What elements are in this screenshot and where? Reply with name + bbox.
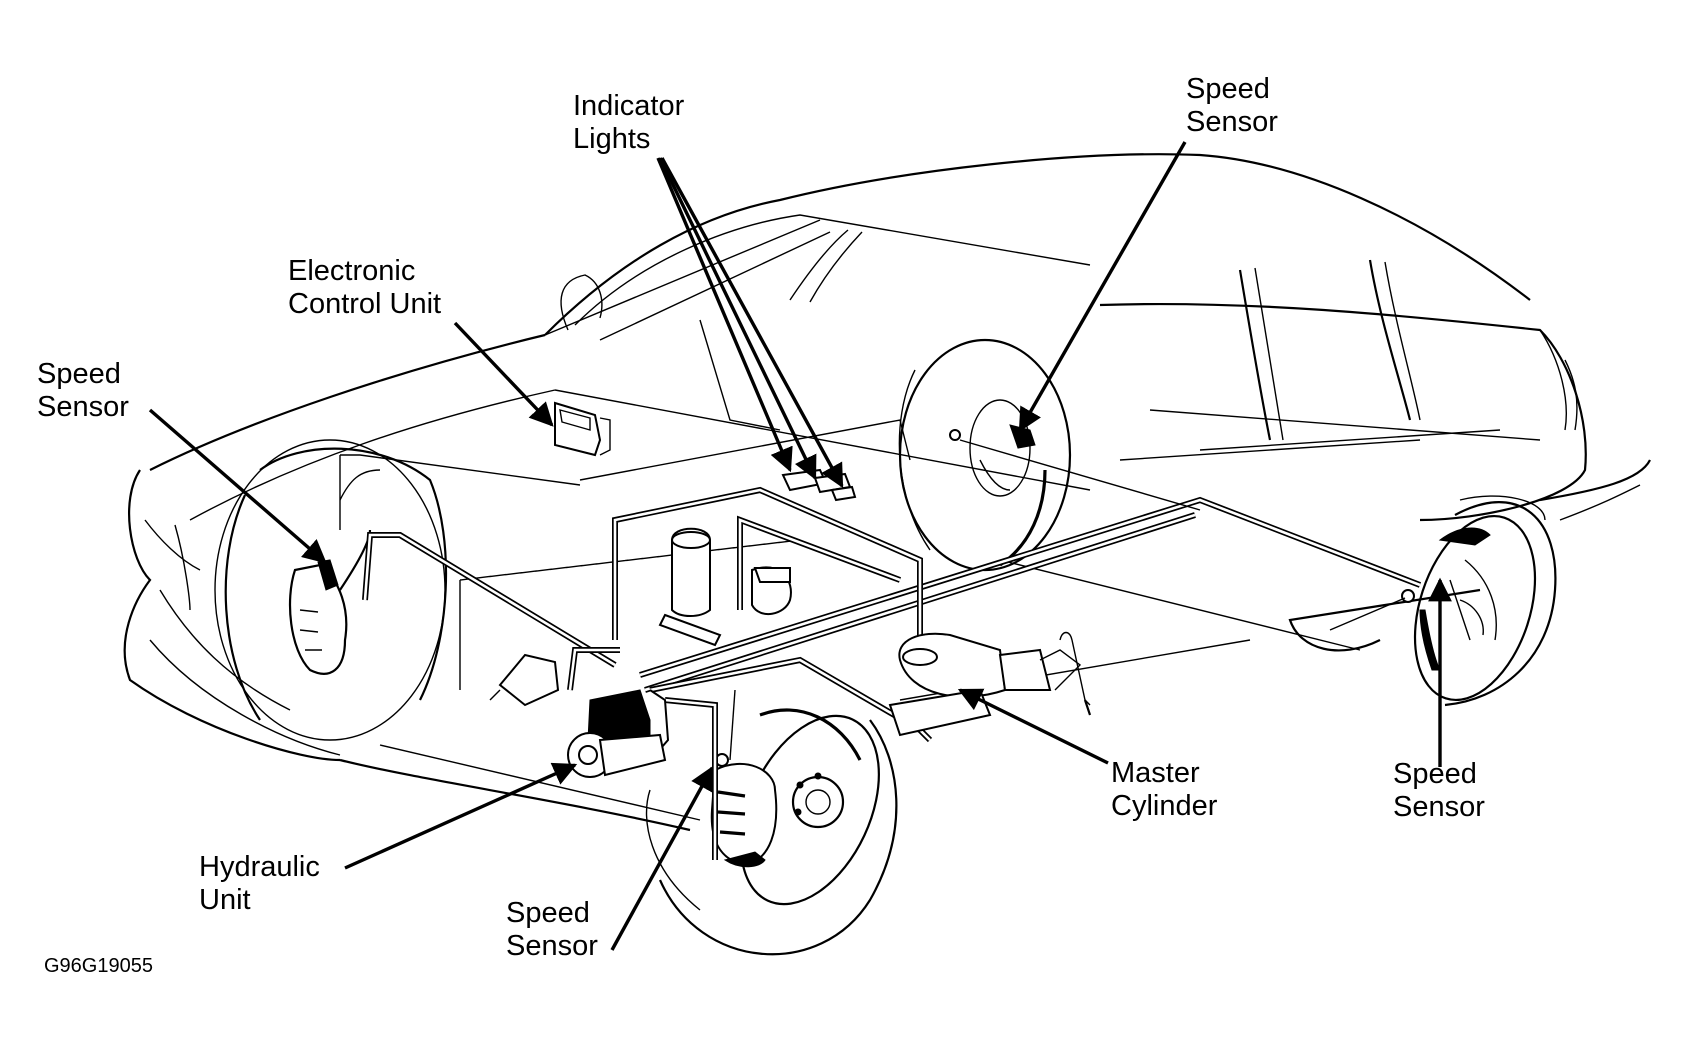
label-indicator-lights: Indicator Lights: [573, 90, 684, 156]
leader-speed-sensor-rear-right: [1018, 141, 1187, 433]
label-line: Indicator: [573, 90, 685, 122]
label-line: Control Unit: [288, 288, 442, 320]
car-body-outline: [123, 153, 1651, 832]
label-hydraulic-unit: Hydraulic Unit: [199, 851, 320, 917]
leader-ecu: [453, 321, 554, 427]
label-line: Speed: [37, 358, 121, 390]
front-left-wheel: [214, 439, 448, 741]
label-line: Speed: [1393, 758, 1477, 790]
leader-indicator-lights-3: [660, 157, 844, 489]
master-cylinder: [888, 631, 1092, 737]
label-line: Sensor: [506, 930, 598, 962]
leader-speed-sensor-front-left: [148, 408, 327, 564]
rear-left-wheel: [1329, 495, 1557, 707]
figure-id: G96G19055: [44, 955, 153, 977]
brake-lines: [339, 439, 1422, 860]
leader-indicator-lights-2: [658, 157, 817, 481]
rear-right-wheel: [898, 338, 1072, 572]
label-line: Cylinder: [1111, 790, 1218, 822]
label-line: Sensor: [37, 391, 129, 423]
label-line: Sensor: [1393, 791, 1485, 823]
leader-hydraulic-unit: [344, 762, 578, 870]
label-line: Sensor: [1186, 106, 1278, 138]
electronic-control-unit: [554, 401, 611, 457]
leader-arrows: [148, 141, 1452, 951]
label-line: Lights: [573, 123, 651, 155]
label-master-cylinder: Master Cylinder: [1111, 757, 1217, 823]
front-right-wheel: [645, 708, 898, 956]
label-line: Speed: [506, 897, 590, 929]
label-speed-sensor-front-right: Speed Sensor: [506, 897, 598, 963]
label-line: Hydraulic: [199, 851, 320, 883]
leader-master-cylinder: [957, 688, 1109, 765]
indicator-lights: [781, 468, 857, 502]
label-line: Unit: [199, 884, 251, 916]
label-speed-sensor-rear-right: Speed Sensor: [1186, 73, 1278, 139]
label-speed-sensor-rear-left: Speed Sensor: [1393, 758, 1485, 824]
label-line: Electronic: [288, 255, 416, 287]
leader-speed-sensor-front-right: [610, 765, 714, 951]
label-speed-sensor-front-left: Speed Sensor: [37, 358, 129, 424]
label-line: Master: [1111, 757, 1200, 789]
hydraulic-unit: [489, 653, 670, 778]
label-line: Speed: [1186, 73, 1270, 105]
fluid-reservoirs: [658, 527, 792, 647]
leader-indicator-lights-1: [656, 157, 793, 473]
label-electronic-control-unit: Electronic Control Unit: [288, 255, 441, 321]
